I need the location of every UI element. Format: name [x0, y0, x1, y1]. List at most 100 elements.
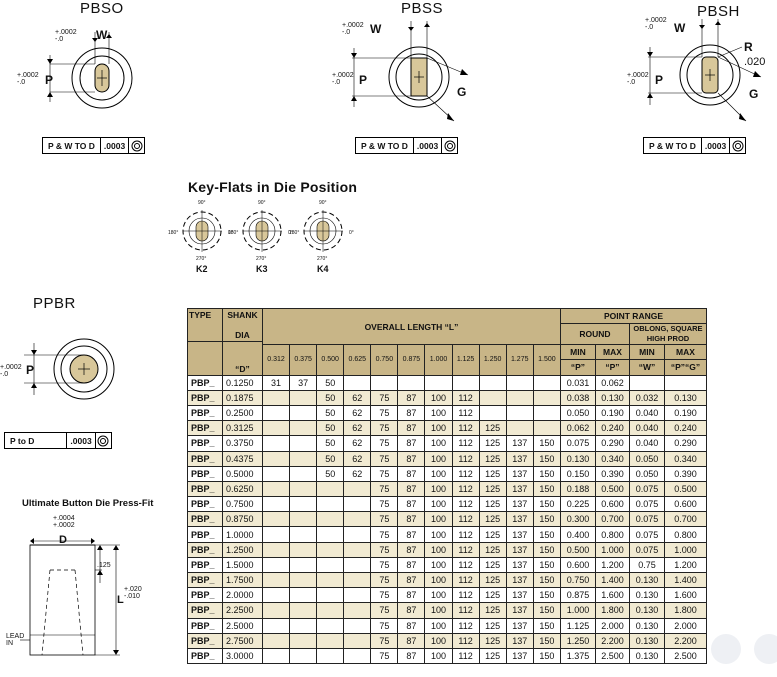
header-min-w: “W” — [628, 359, 665, 376]
cell-length: 125 — [478, 617, 507, 634]
pbsh-p-tolerance: +.0002-.0 — [627, 72, 649, 86]
cell-length: 50 — [316, 450, 345, 467]
cell-length — [289, 450, 318, 467]
cell-length: 50 — [316, 420, 345, 437]
cell-oblong-min: 0.130 — [628, 602, 665, 619]
cell-length: 137 — [505, 496, 534, 513]
cell-round-max: 1.000 — [594, 541, 630, 558]
pbsh-w-label: W — [674, 21, 686, 35]
cell-length — [289, 526, 318, 543]
cell-oblong-min: 0.130 — [628, 571, 665, 589]
cell-length: 137 — [505, 480, 534, 498]
cell-length: 150 — [532, 435, 561, 452]
cell-length: 75 — [370, 602, 399, 619]
cell-oblong-min: 0.130 — [628, 617, 665, 634]
header-length: 0.750 — [370, 344, 399, 376]
cell-length — [316, 541, 345, 558]
cell-length — [289, 602, 318, 619]
concentricity-icon — [96, 433, 111, 448]
cell-oblong-min: 0.040 — [628, 420, 665, 437]
cell-length — [316, 632, 345, 649]
cell-length: 87 — [397, 526, 426, 543]
cell-length: 75 — [370, 587, 399, 604]
cell-round-max: 0.800 — [594, 526, 630, 543]
cell-shank-dia: 3.0000 — [222, 647, 263, 665]
cell-length: 150 — [532, 602, 561, 619]
cell-length — [316, 571, 345, 589]
cell-type: PBP_ — [187, 602, 223, 619]
cell-length: 125 — [478, 587, 507, 604]
cell-oblong-max: 0.130 — [663, 389, 708, 406]
cell-length: 125 — [478, 602, 507, 619]
cell-length: 100 — [424, 602, 453, 619]
cell-length: 150 — [532, 450, 561, 467]
cell-length: 125 — [478, 465, 507, 482]
pbss-g-label: G — [457, 85, 467, 99]
cell-length — [451, 374, 480, 391]
cell-length — [424, 374, 453, 391]
cell-length — [289, 541, 318, 558]
cell-round-max: 1.600 — [594, 587, 630, 604]
cell-length: 150 — [532, 526, 561, 543]
cell-length: 100 — [424, 450, 453, 467]
cell-length: 100 — [424, 526, 453, 543]
cell-length: 112 — [451, 647, 480, 665]
cell-shank-dia: 0.6250 — [222, 480, 263, 498]
pbsh-feature-frame: P & W TO D .0003 — [643, 137, 747, 154]
cell-length: 75 — [370, 404, 399, 422]
decorative-circle — [711, 634, 741, 664]
cell-length — [532, 404, 561, 422]
cell-length — [343, 556, 372, 574]
cell-oblong-max: 1.800 — [663, 602, 708, 619]
cell-length: 50 — [316, 465, 345, 482]
cell-type: PBP_ — [187, 420, 223, 437]
cell-oblong-min: 0.75 — [628, 556, 665, 574]
cell-length: 75 — [370, 511, 399, 528]
ppbr-frame-label: P to D — [5, 433, 68, 448]
cell-length: 112 — [451, 465, 480, 482]
cell-length: 125 — [478, 420, 507, 437]
cell-length — [289, 496, 318, 513]
press-fit-l-tolerance: +.020-.010 — [124, 586, 142, 600]
cell-length: 75 — [370, 556, 399, 574]
cell-length — [261, 435, 291, 452]
cell-oblong-max: 1.600 — [663, 587, 708, 604]
cell-length: 62 — [343, 404, 372, 422]
keyflat-k3: 90° 180° 0° 270° K3 — [228, 200, 293, 274]
ppbr-p-tolerance: +.0002-.0 — [0, 364, 22, 378]
cell-oblong-min: 0.075 — [628, 526, 665, 543]
cell-type: PBP_ — [187, 526, 223, 543]
cell-round-max: 1.800 — [594, 602, 630, 619]
cell-length: 87 — [397, 602, 426, 619]
cell-type: PBP_ — [187, 404, 223, 422]
cell-length — [261, 541, 291, 558]
cell-length: 112 — [451, 435, 480, 452]
cell-round-max: 0.062 — [594, 374, 630, 391]
cell-shank-dia: 2.2500 — [222, 602, 263, 619]
cell-length: 100 — [424, 480, 453, 498]
cell-length: 150 — [532, 647, 561, 665]
keyflat-k2-label: K2 — [196, 264, 208, 274]
cell-length: 125 — [478, 450, 507, 467]
cell-shank-dia: 0.3750 — [222, 435, 263, 452]
cell-length: 100 — [424, 420, 453, 437]
keyflat-k4-label: K4 — [317, 264, 329, 274]
cell-oblong-min: 0.130 — [628, 632, 665, 649]
cell-length — [478, 404, 507, 422]
pbso-p-label: P — [45, 73, 54, 87]
cell-length: 87 — [397, 647, 426, 665]
cell-length: 112 — [451, 587, 480, 604]
pbso-w-tolerance: +.0002-.0 — [55, 29, 77, 43]
cell-type: PBP_ — [187, 617, 223, 634]
cell-length: 100 — [424, 647, 453, 665]
cell-length: 112 — [451, 541, 480, 558]
cell-length: 100 — [424, 571, 453, 589]
cell-oblong-max: 2.200 — [663, 632, 708, 649]
cell-length — [316, 496, 345, 513]
cell-length — [316, 587, 345, 604]
